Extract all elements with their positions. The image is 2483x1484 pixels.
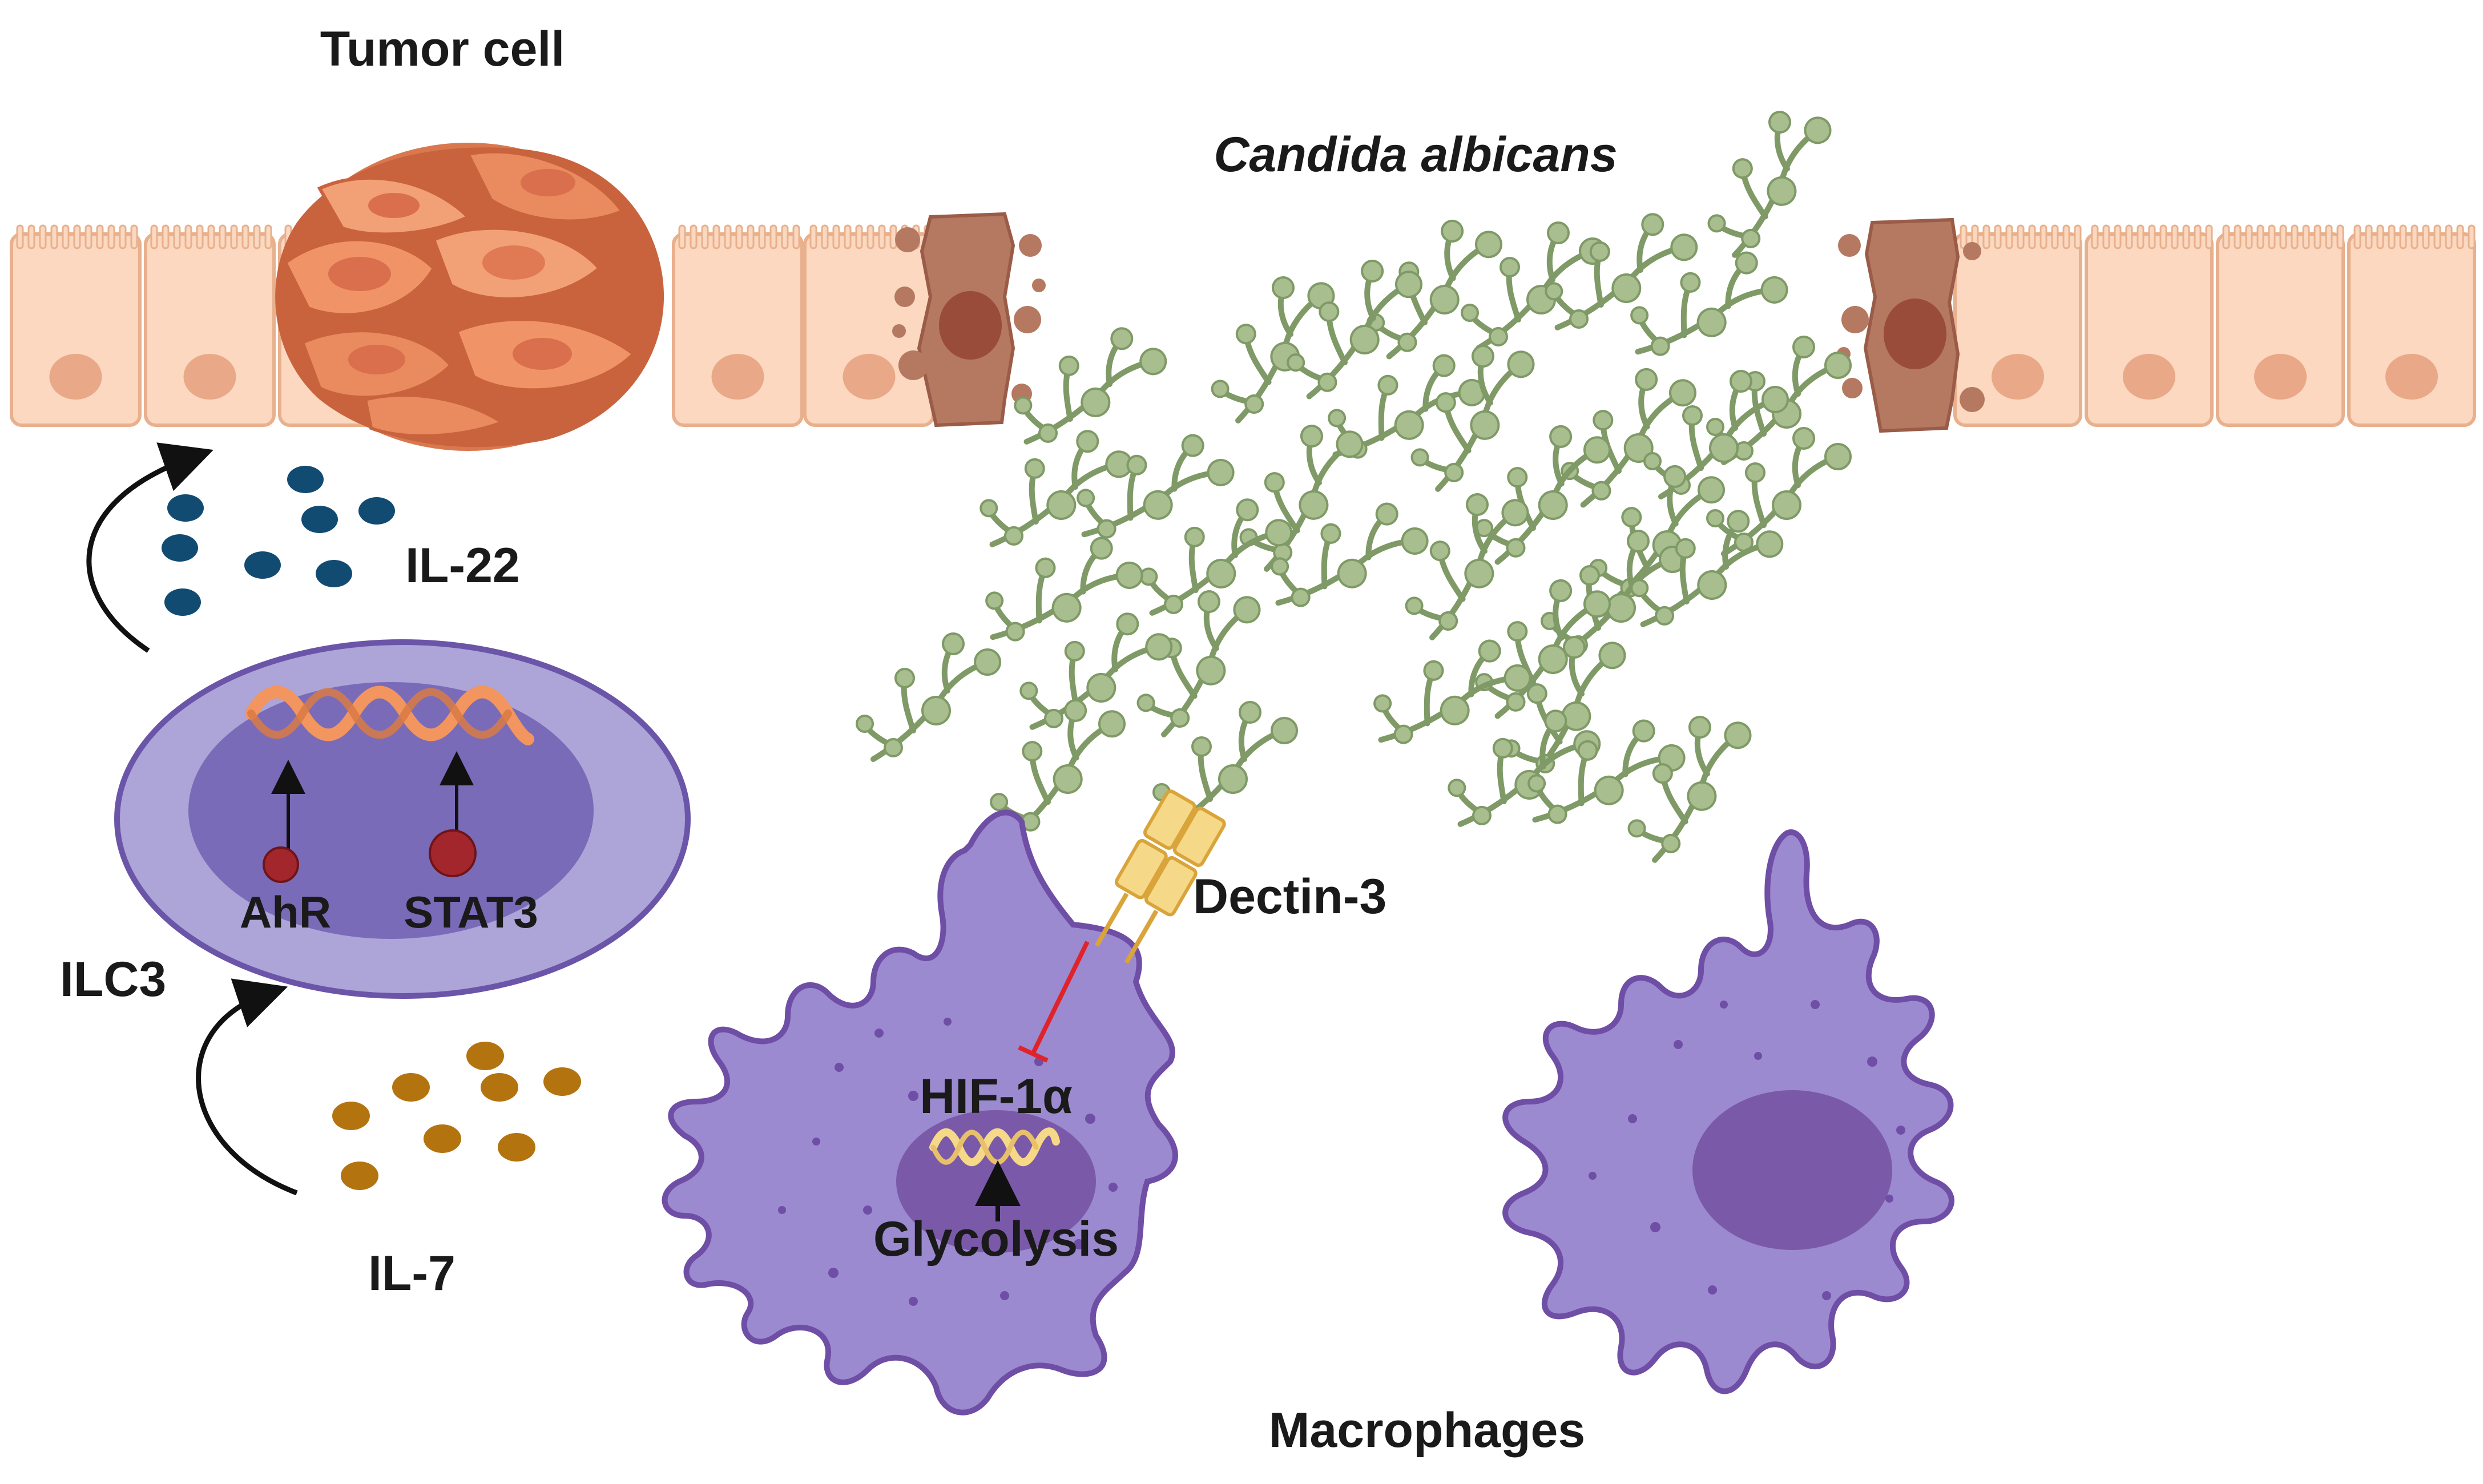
hif1a-label: HIF-1α [920, 1069, 1073, 1124]
epithelial-cell-icon [2347, 224, 2476, 427]
il7-cytokines [332, 1042, 581, 1190]
epithelial-cell-icon [672, 224, 804, 427]
epithelium-right [1953, 224, 2476, 427]
stat3-node [429, 829, 477, 877]
arrow-il7-to-ilc3 [196, 978, 298, 1196]
candida-hyphae-icon [1627, 716, 1752, 863]
dectin3-label: Dectin-3 [1193, 869, 1386, 924]
candida-hyphae-icon [1077, 434, 1235, 539]
glycolysis-label: Glycolysis [873, 1212, 1119, 1267]
candida-hyphae-icon [1707, 111, 1832, 258]
tumor-cell-cluster-icon [275, 143, 664, 451]
ilc3-cell-icon [114, 639, 691, 999]
dna-helix-icon [245, 685, 534, 745]
macrophage-right-icon [1502, 829, 1954, 1394]
macrophage-right-granules [1589, 1000, 1905, 1300]
candida-hyphae-icon [1014, 327, 1167, 445]
arrow-il22-to-tumor [86, 442, 213, 653]
candida-hyphae-icon [1475, 425, 1611, 565]
ahr-node [263, 846, 299, 883]
candida-hyphae-icon [856, 632, 1001, 762]
epithelial-cell-icon [1953, 224, 2082, 427]
candida-hyphae-icon [990, 699, 1126, 839]
candida-hyphae-icon [1545, 213, 1698, 330]
candida-hyphae-icon [1405, 493, 1529, 640]
candida-hyphae-icon [985, 537, 1143, 642]
candida-hyphae-icon [1239, 425, 1364, 572]
inhibition-line [1031, 941, 1090, 1054]
candida-hyphae-icon [1139, 498, 1293, 616]
candida-hyphae-icon [1019, 612, 1173, 730]
candida-hyphae-icon [1630, 251, 1788, 356]
il22-label: IL-22 [405, 538, 520, 593]
candida-hyphae-icon [1271, 502, 1429, 607]
candida-hyphae-icon [1630, 510, 1784, 627]
epithelial-cell-icon [2085, 224, 2214, 427]
candida-hyphae-icon [1328, 354, 1486, 459]
candida-hyphae-icon [1706, 336, 1852, 465]
epithelial-cell-icon [144, 224, 276, 427]
candida-hyphae-icon [1287, 259, 1422, 400]
stat3-label: STAT3 [404, 887, 538, 937]
candida-albicans-hyphae [856, 111, 1852, 863]
epithelial-lesion-left [892, 212, 1046, 428]
hif1a-helix-icon [929, 1127, 1060, 1167]
epithelial-cell-icon [803, 224, 935, 427]
inhibition-bar [1018, 1045, 1049, 1063]
candida-hyphae-icon [1706, 427, 1852, 556]
epithelial-cell-icon [10, 224, 142, 427]
il22-cytokines [162, 466, 395, 616]
candida-hyphae-icon [1373, 639, 1531, 744]
candida-label: Candida albicans [1214, 127, 1617, 182]
candida-hyphae-icon [980, 430, 1133, 547]
epithelial-cell-icon [2216, 224, 2345, 427]
ilc3-label: ILC3 [60, 952, 166, 1007]
tumor-cell-label: Tumor cell [320, 22, 565, 76]
macrophages-label: Macrophages [1269, 1403, 1585, 1458]
candida-hyphae-icon [1410, 345, 1535, 492]
epithelial-lesion-right [1837, 217, 1985, 433]
ahr-label: AhR [240, 887, 331, 937]
macrophage-left-granules [778, 1018, 1118, 1306]
dectin-3-receptor-icon [1094, 789, 1226, 964]
il7-label: IL-7 [368, 1246, 456, 1301]
